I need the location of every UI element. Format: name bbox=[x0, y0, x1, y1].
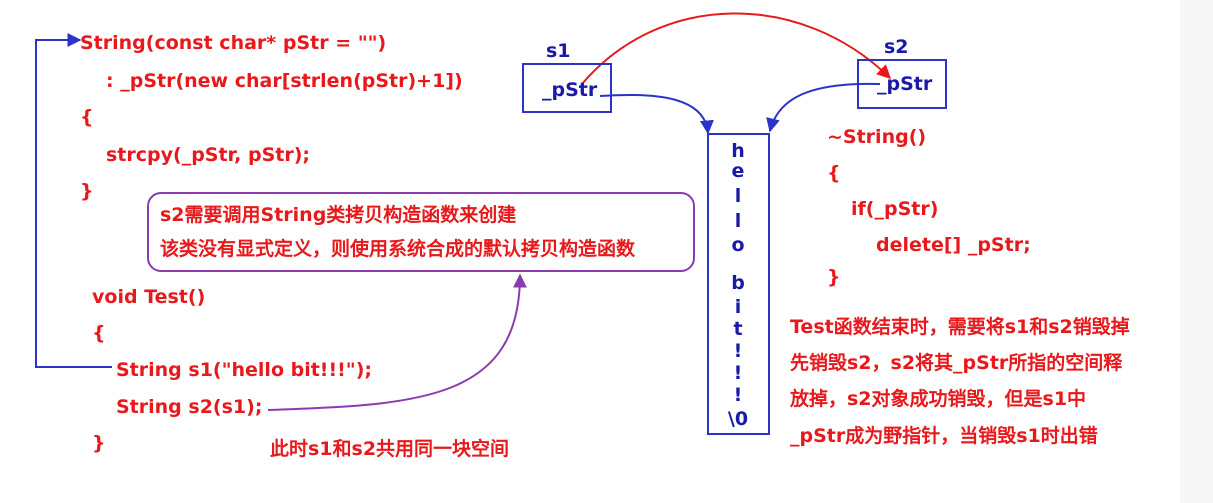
test-brace-close: } bbox=[92, 432, 106, 454]
s2-to-note-arrow bbox=[267, 273, 527, 411]
s1-declaration: String s1("hello bit!!!"); bbox=[116, 359, 372, 381]
buffer-char: ! bbox=[733, 362, 743, 384]
s1-pstr-field: _pStr bbox=[542, 79, 598, 101]
s2-pstr-field: _pStr bbox=[877, 73, 933, 95]
right-margin-strip bbox=[1180, 0, 1213, 503]
explanation-line-4: _pStr成为野指针，当销毁s1时出错 bbox=[790, 425, 1098, 447]
s1-to-constructor-arrow bbox=[35, 33, 112, 368]
buffer-char: b bbox=[731, 272, 745, 294]
dtor-brace-close: } bbox=[827, 266, 841, 288]
dtor-delete-line: delete[] _pStr; bbox=[876, 234, 1031, 256]
strcpy-line: strcpy(_pStr, pStr); bbox=[106, 144, 310, 166]
buffer-char: o bbox=[731, 234, 745, 256]
s2-declaration: String s2(s1); bbox=[116, 396, 263, 418]
dtor-brace-open: { bbox=[827, 162, 841, 184]
s1-label: s1 bbox=[546, 40, 571, 62]
explanation-line-1: Test函数结束时，需要将s1和s2销毁掉 bbox=[790, 316, 1130, 338]
explanation-line-3: 放掉，s2对象成功销毁，但是s1中 bbox=[790, 388, 1087, 410]
copy-pointer-arrow bbox=[581, 12, 892, 85]
s2-object-box: _pStr bbox=[857, 59, 947, 109]
s1-object-box: _pStr bbox=[522, 63, 612, 113]
heap-buffer bbox=[707, 133, 770, 435]
test-signature: void Test() bbox=[92, 286, 206, 308]
buffer-char: l bbox=[734, 185, 742, 207]
buffer-char: t bbox=[733, 318, 743, 340]
copy-constructor-note: s2需要调用String类拷贝构造函数来创建 该类没有显式定义，则使用系统合成的… bbox=[147, 192, 695, 272]
ctor-initializer: : _pStr(new char[strlen(pStr)+1]) bbox=[106, 70, 463, 92]
note-line-1: s2需要调用String类拷贝构造函数来创建 bbox=[160, 204, 517, 226]
buffer-char: ! bbox=[733, 384, 743, 406]
ctor-signature: String(const char* pStr = "") bbox=[80, 32, 387, 54]
s1-pointer-arrow bbox=[599, 93, 714, 135]
dtor-if-line: if(_pStr) bbox=[851, 198, 939, 220]
test-brace-open: { bbox=[92, 322, 106, 344]
buffer-char: l bbox=[734, 210, 742, 232]
dtor-signature: ~String() bbox=[827, 126, 927, 148]
shared-space-label: 此时s1和s2共用同一块空间 bbox=[270, 438, 510, 460]
buffer-char: h bbox=[731, 140, 745, 162]
s2-label: s2 bbox=[884, 36, 909, 58]
buffer-char: e bbox=[731, 160, 745, 182]
buffer-char: ! bbox=[733, 340, 743, 362]
ctor-brace-open: { bbox=[80, 106, 94, 128]
explanation-line-2: 先销毁s2，s2将其_pStr所指的空间释 bbox=[790, 352, 1123, 374]
buffer-char: \0 bbox=[727, 408, 749, 430]
buffer-char: i bbox=[734, 296, 742, 318]
ctor-brace-close: } bbox=[80, 180, 94, 202]
note-line-2: 该类没有显式定义，则使用系统合成的默认拷贝构造函数 bbox=[160, 238, 636, 260]
